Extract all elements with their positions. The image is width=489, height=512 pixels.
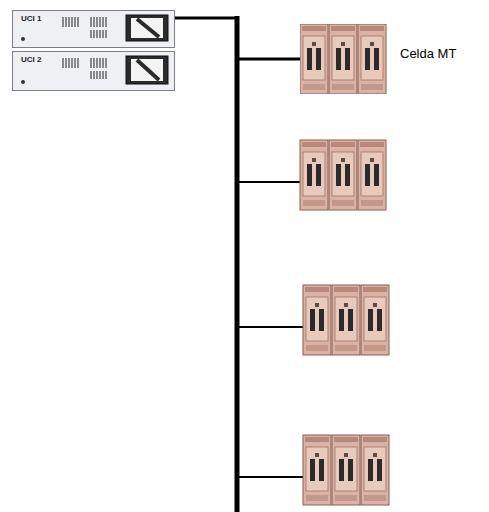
cell-panel	[358, 24, 386, 94]
cell-panel	[329, 140, 357, 210]
cell-panel	[361, 435, 389, 505]
branch-line	[237, 181, 300, 183]
mt-cell	[303, 285, 389, 355]
unit-label: UCI 2	[21, 55, 41, 64]
bus-bar	[235, 16, 240, 512]
cell-panel	[358, 140, 386, 210]
control-unit: UCI 1	[12, 10, 175, 48]
control-unit: UCI 2	[12, 51, 175, 91]
cell-panel	[332, 435, 360, 505]
cell-panel	[361, 285, 389, 355]
cell-panel	[303, 435, 331, 505]
branch-line	[237, 476, 303, 478]
mt-cell	[303, 435, 389, 505]
mt-cell	[300, 140, 386, 210]
cell-panel	[300, 140, 328, 210]
branch-line	[237, 326, 303, 328]
cell-panel	[332, 285, 360, 355]
cell-panel	[329, 24, 357, 94]
cell-panel	[303, 285, 331, 355]
cell-label: Celda MT	[400, 46, 456, 61]
mt-cell-drawing	[300, 24, 388, 94]
mt-cell: Celda MT	[300, 24, 460, 94]
unit-label: UCI 1	[21, 14, 41, 23]
bus-connector	[175, 18, 300, 59]
cell-panel	[300, 24, 328, 94]
